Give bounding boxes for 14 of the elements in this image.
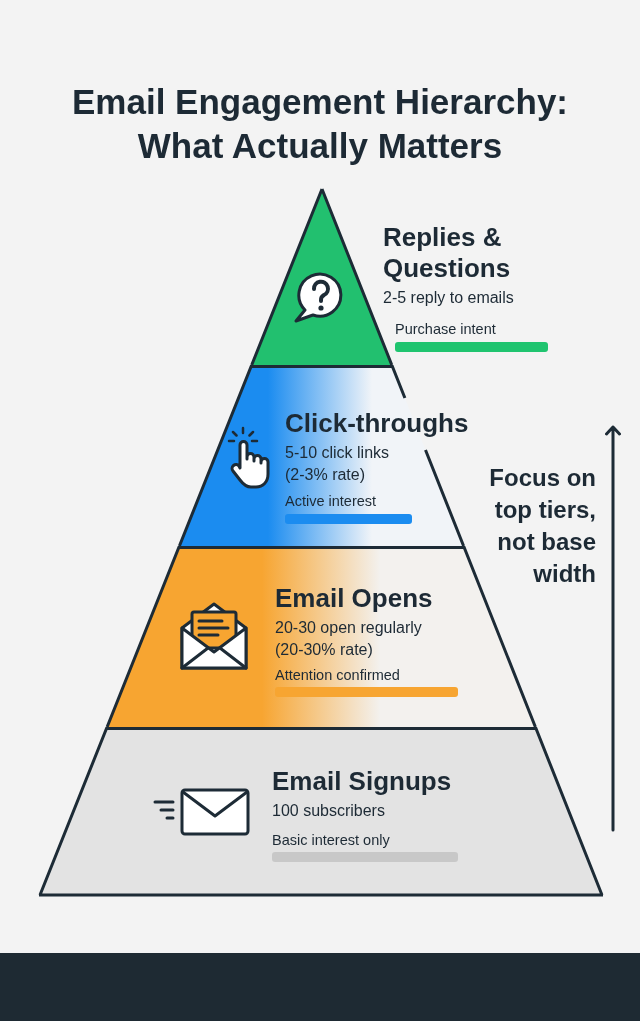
tier-label: Active interest (285, 492, 377, 510)
tier-label: Purchase intent (395, 320, 496, 338)
tier-description: 5-10 click links (2-3% rate) (285, 443, 391, 485)
title: Email Engagement Hierarchy: What Actually Matters (71, 81, 569, 167)
tier-heading: Email Opens (275, 583, 433, 614)
pyramid-tier (38, 727, 604, 897)
tier-description: 2-5 reply to emails (383, 288, 514, 308)
tier-description: 100 subscribers (272, 801, 385, 821)
tier-heading: Email Signups (272, 766, 452, 797)
tier-label: Basic interest only (272, 831, 390, 849)
note: Focus on top tiers, not base width (488, 463, 596, 589)
tier-label: Attention confirmed (275, 666, 400, 684)
tier-description: 20-30 open regularly (20-30% rate) (275, 618, 423, 660)
tier-heading: Replies & Questions (383, 222, 512, 284)
